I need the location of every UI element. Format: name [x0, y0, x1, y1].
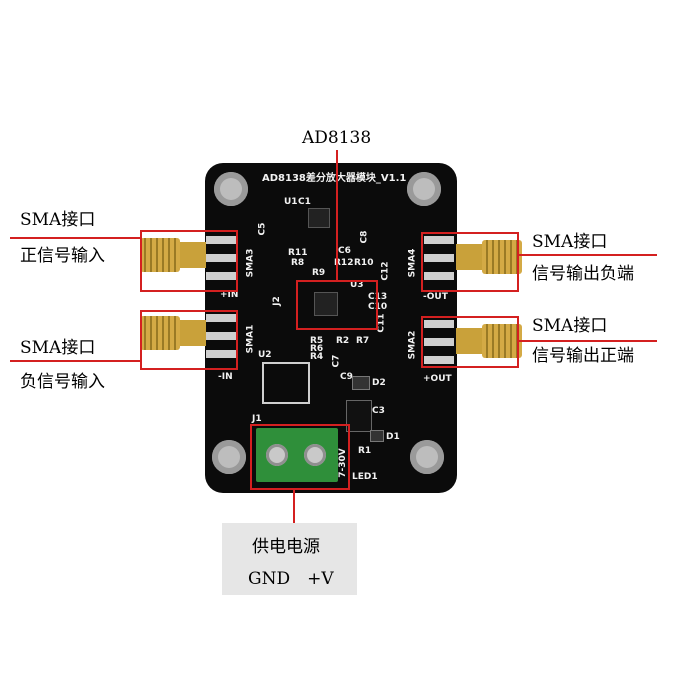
highlight-sma-minus-out — [421, 232, 519, 292]
callout-bottom-left-line2: 负信号输入 — [20, 372, 105, 392]
label-r6: R6 — [310, 344, 324, 354]
highlight-ad8138 — [296, 280, 378, 330]
label-c7: C7 — [331, 354, 342, 368]
mounting-hole-top-left — [214, 172, 248, 206]
diode-d2 — [352, 376, 370, 390]
screw-gnd — [266, 444, 288, 466]
callout-bottom-left-line1: SMA接口 — [20, 338, 96, 358]
callout-bottom-right-line1: SMA接口 — [532, 316, 608, 336]
label-u2: U2 — [258, 350, 272, 360]
label-plus-out: +OUT — [423, 374, 452, 384]
screw-vplus — [304, 444, 326, 466]
label-c12: C12 — [380, 261, 391, 281]
leader-top-right — [519, 254, 657, 256]
label-c3: C3 — [372, 406, 385, 416]
sma-connector-plus-out — [456, 318, 522, 364]
label-c1: C1 — [298, 197, 311, 207]
label-c5: C5 — [257, 222, 268, 236]
mounting-hole-top-right — [407, 172, 441, 206]
label-r7: R7 — [356, 336, 370, 346]
label-minus-in: -IN — [218, 372, 233, 382]
label-c8: C8 — [359, 230, 370, 244]
label-r12: R12 — [334, 258, 354, 268]
sma1-pads — [206, 314, 236, 360]
label-sma4: SMA4 — [407, 248, 418, 278]
callout-top-left-line1: SMA接口 — [20, 210, 96, 230]
sma-connector-plus-in — [140, 232, 206, 278]
label-j2: J2 — [271, 296, 282, 306]
leader-top-left — [10, 237, 140, 239]
label-sma1: SMA1 — [245, 324, 256, 354]
label-d2: D2 — [372, 378, 386, 388]
diode-d1 — [370, 430, 384, 442]
ic-u1 — [308, 208, 330, 228]
callout-power-line2: GND +V — [248, 569, 334, 589]
sma-connector-minus-out — [456, 234, 522, 280]
label-r2: R2 — [336, 336, 350, 346]
highlight-sma-minus-in — [140, 310, 238, 370]
label-r8: R8 — [291, 258, 305, 268]
callout-bottom-right-line2: 信号输出正端 — [532, 346, 634, 366]
sma3-pads — [206, 236, 236, 282]
label-c11: C11 — [376, 313, 387, 333]
label-led1: LED1 — [352, 472, 378, 482]
label-r4: R4 — [310, 352, 324, 362]
label-r5: R5 — [310, 336, 324, 346]
ic-u3 — [314, 292, 338, 316]
mounting-hole-bottom-right — [410, 440, 444, 474]
callout-top-right-line1: SMA接口 — [532, 232, 608, 252]
label-u1: U1 — [284, 197, 298, 207]
label-d1: D1 — [386, 432, 400, 442]
highlight-power-terminal — [250, 424, 350, 490]
regulator-u2 — [262, 362, 310, 404]
leader-ad8138 — [336, 150, 338, 280]
power-terminal-block — [256, 428, 338, 482]
leader-bottom-right — [519, 340, 657, 342]
label-r1: R1 — [358, 446, 372, 456]
label-sma3: SMA3 — [245, 248, 256, 278]
highlight-sma-plus-in — [140, 230, 238, 292]
sma-connector-minus-in — [140, 310, 206, 356]
label-u3: U3 — [350, 280, 364, 290]
label-j1: J1 — [252, 414, 262, 424]
label-plus-in: +IN — [220, 290, 239, 300]
leader-power — [293, 490, 295, 523]
label-c6: C6 — [338, 246, 351, 256]
label-r11: R11 — [288, 248, 308, 258]
mounting-hole-bottom-left — [212, 440, 246, 474]
power-callout-box: 供电电源 GND +V — [222, 523, 357, 595]
label-sma2: SMA2 — [407, 330, 418, 360]
leader-bottom-left — [10, 360, 140, 362]
highlight-sma-plus-out — [421, 316, 519, 368]
label-minus-out: -OUT — [423, 292, 448, 302]
label-ad8138-title: AD8138 — [302, 128, 372, 148]
label-r9: R9 — [312, 268, 326, 278]
sma4-pads — [424, 236, 454, 282]
callout-top-right-line2: 信号输出负端 — [532, 264, 634, 284]
board-title: AD8138差分放大器模块_V1.1 — [262, 173, 407, 184]
sma2-pads — [424, 320, 454, 366]
label-r10: R10 — [354, 258, 374, 268]
callout-power-line1: 供电电源 — [252, 537, 320, 557]
capacitor-c3 — [346, 400, 372, 432]
label-c9: C9 — [340, 372, 353, 382]
callout-top-left-line2: 正信号输入 — [20, 246, 105, 266]
